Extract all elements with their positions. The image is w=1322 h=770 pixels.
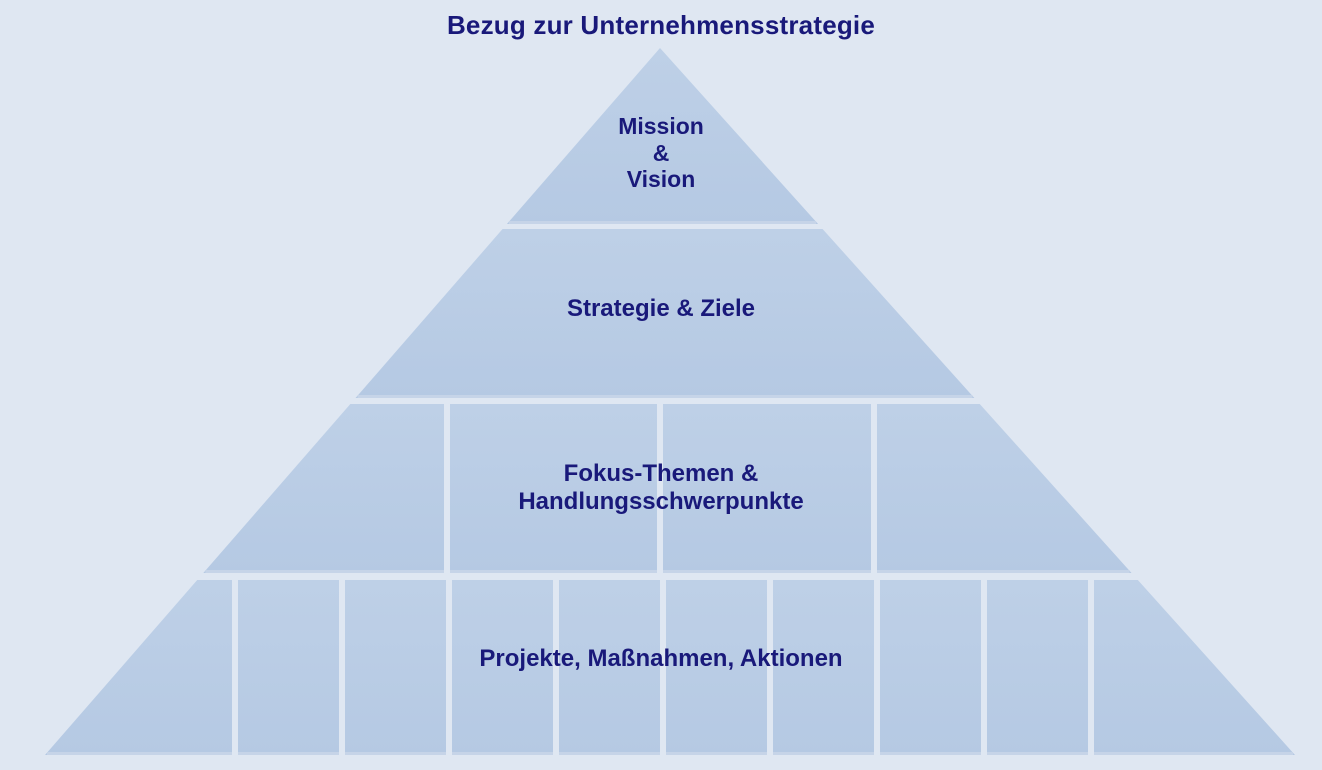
pyramid-tier-1 xyxy=(355,229,975,398)
pyramid-tier-dividers xyxy=(232,403,1094,756)
pyramid-tier-2 xyxy=(203,404,1132,573)
pyramid-tier-0 xyxy=(506,48,819,224)
page-title: Bezug zur Unternehmensstrategie xyxy=(446,10,876,40)
